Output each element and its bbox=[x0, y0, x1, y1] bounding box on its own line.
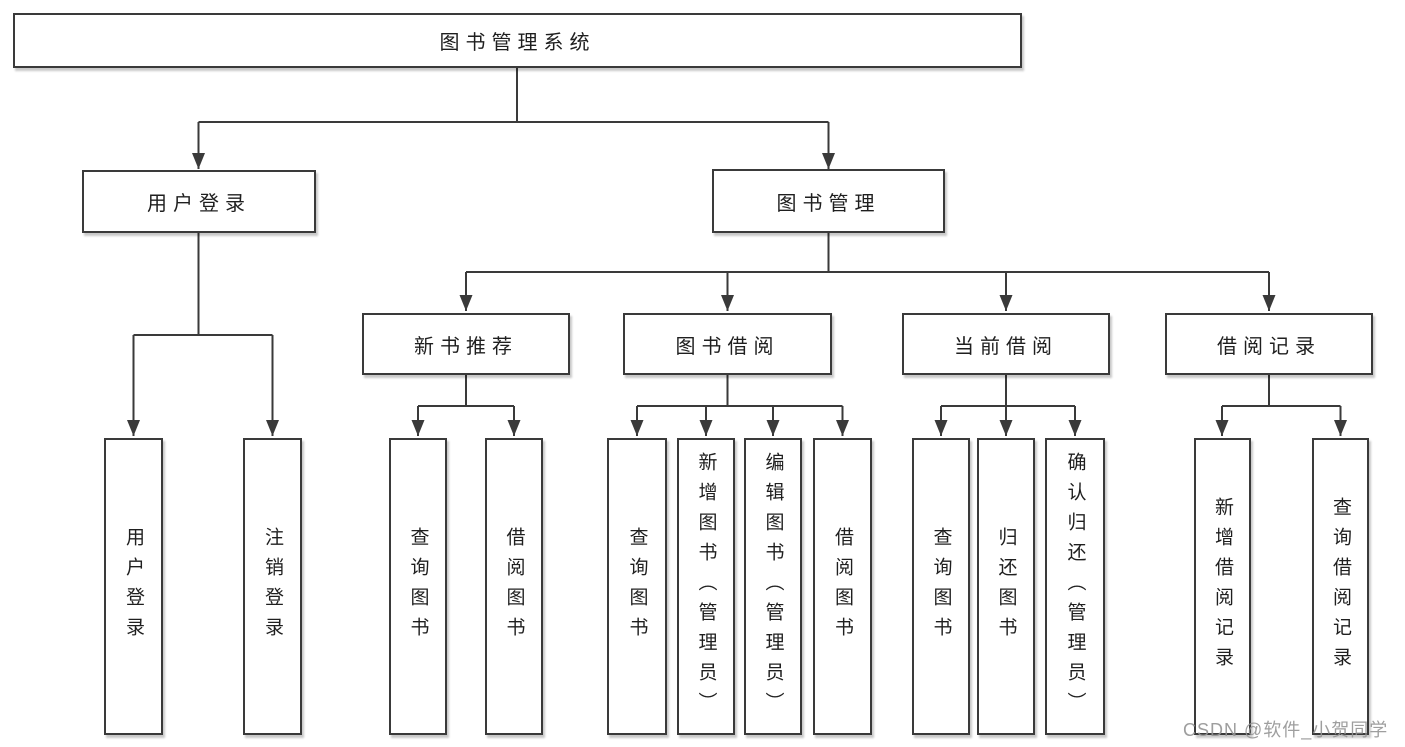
leaf-borrow-book-recommend: 借阅图书 bbox=[485, 438, 543, 735]
node-label: 用户登录 bbox=[147, 193, 251, 215]
node-user-login: 用户登录 bbox=[82, 170, 316, 233]
node-label: 借阅图书 bbox=[832, 526, 853, 647]
node-borrow-records: 借阅记录 bbox=[1165, 313, 1373, 375]
node-label: 查询借阅记录 bbox=[1330, 496, 1351, 677]
node-label: 图书管理 bbox=[776, 192, 881, 215]
node-label: 确认归还（管理员） bbox=[1064, 451, 1086, 722]
node-label: 当前借阅 bbox=[954, 335, 1058, 358]
node-label: 用户登录 bbox=[123, 526, 144, 647]
leaf-query-borrow-record: 查询借阅记录 bbox=[1312, 438, 1369, 735]
leaf-add-book-admin: 新增图书（管理员） bbox=[677, 438, 735, 735]
leaf-confirm-return-admin: 确认归还（管理员） bbox=[1045, 438, 1105, 735]
node-label: 新书推荐 bbox=[414, 335, 518, 358]
leaf-add-borrow-record: 新增借阅记录 bbox=[1194, 438, 1251, 735]
node-label: 查询图书 bbox=[930, 526, 952, 647]
leaf-borrow-book: 借阅图书 bbox=[813, 438, 872, 735]
leaf-query-book-borrow: 查询图书 bbox=[607, 438, 667, 735]
node-label: 图书借阅 bbox=[675, 335, 780, 358]
node-book-borrow: 图书借阅 bbox=[623, 313, 832, 375]
node-label: 借阅图书 bbox=[503, 526, 525, 647]
node-label: 注销登录 bbox=[262, 526, 283, 647]
node-library-management-system: 图书管理系统 bbox=[13, 13, 1022, 68]
node-label: 新增图书（管理员） bbox=[695, 451, 717, 722]
leaf-return-book: 归还图书 bbox=[977, 438, 1035, 735]
leaf-query-book-recommend: 查询图书 bbox=[389, 438, 447, 735]
node-current-borrow: 当前借阅 bbox=[902, 313, 1110, 375]
node-label: 新增借阅记录 bbox=[1212, 496, 1233, 677]
node-label: 归还图书 bbox=[995, 526, 1017, 647]
leaf-user-login: 用户登录 bbox=[104, 438, 163, 735]
leaf-logout: 注销登录 bbox=[243, 438, 302, 735]
watermark: CSDN @软件_小贺同学 bbox=[1183, 720, 1389, 740]
node-label: 编辑图书（管理员） bbox=[762, 451, 784, 722]
node-book-management: 图书管理 bbox=[712, 169, 945, 233]
leaf-edit-book-admin: 编辑图书（管理员） bbox=[744, 438, 802, 735]
leaf-query-book-current: 查询图书 bbox=[912, 438, 970, 735]
node-new-book-recommend: 新书推荐 bbox=[362, 313, 570, 375]
node-label: 查询图书 bbox=[407, 526, 429, 647]
node-label: 借阅记录 bbox=[1217, 335, 1321, 358]
node-label: 查询图书 bbox=[626, 526, 648, 647]
node-label: 图书管理系统 bbox=[439, 32, 596, 54]
